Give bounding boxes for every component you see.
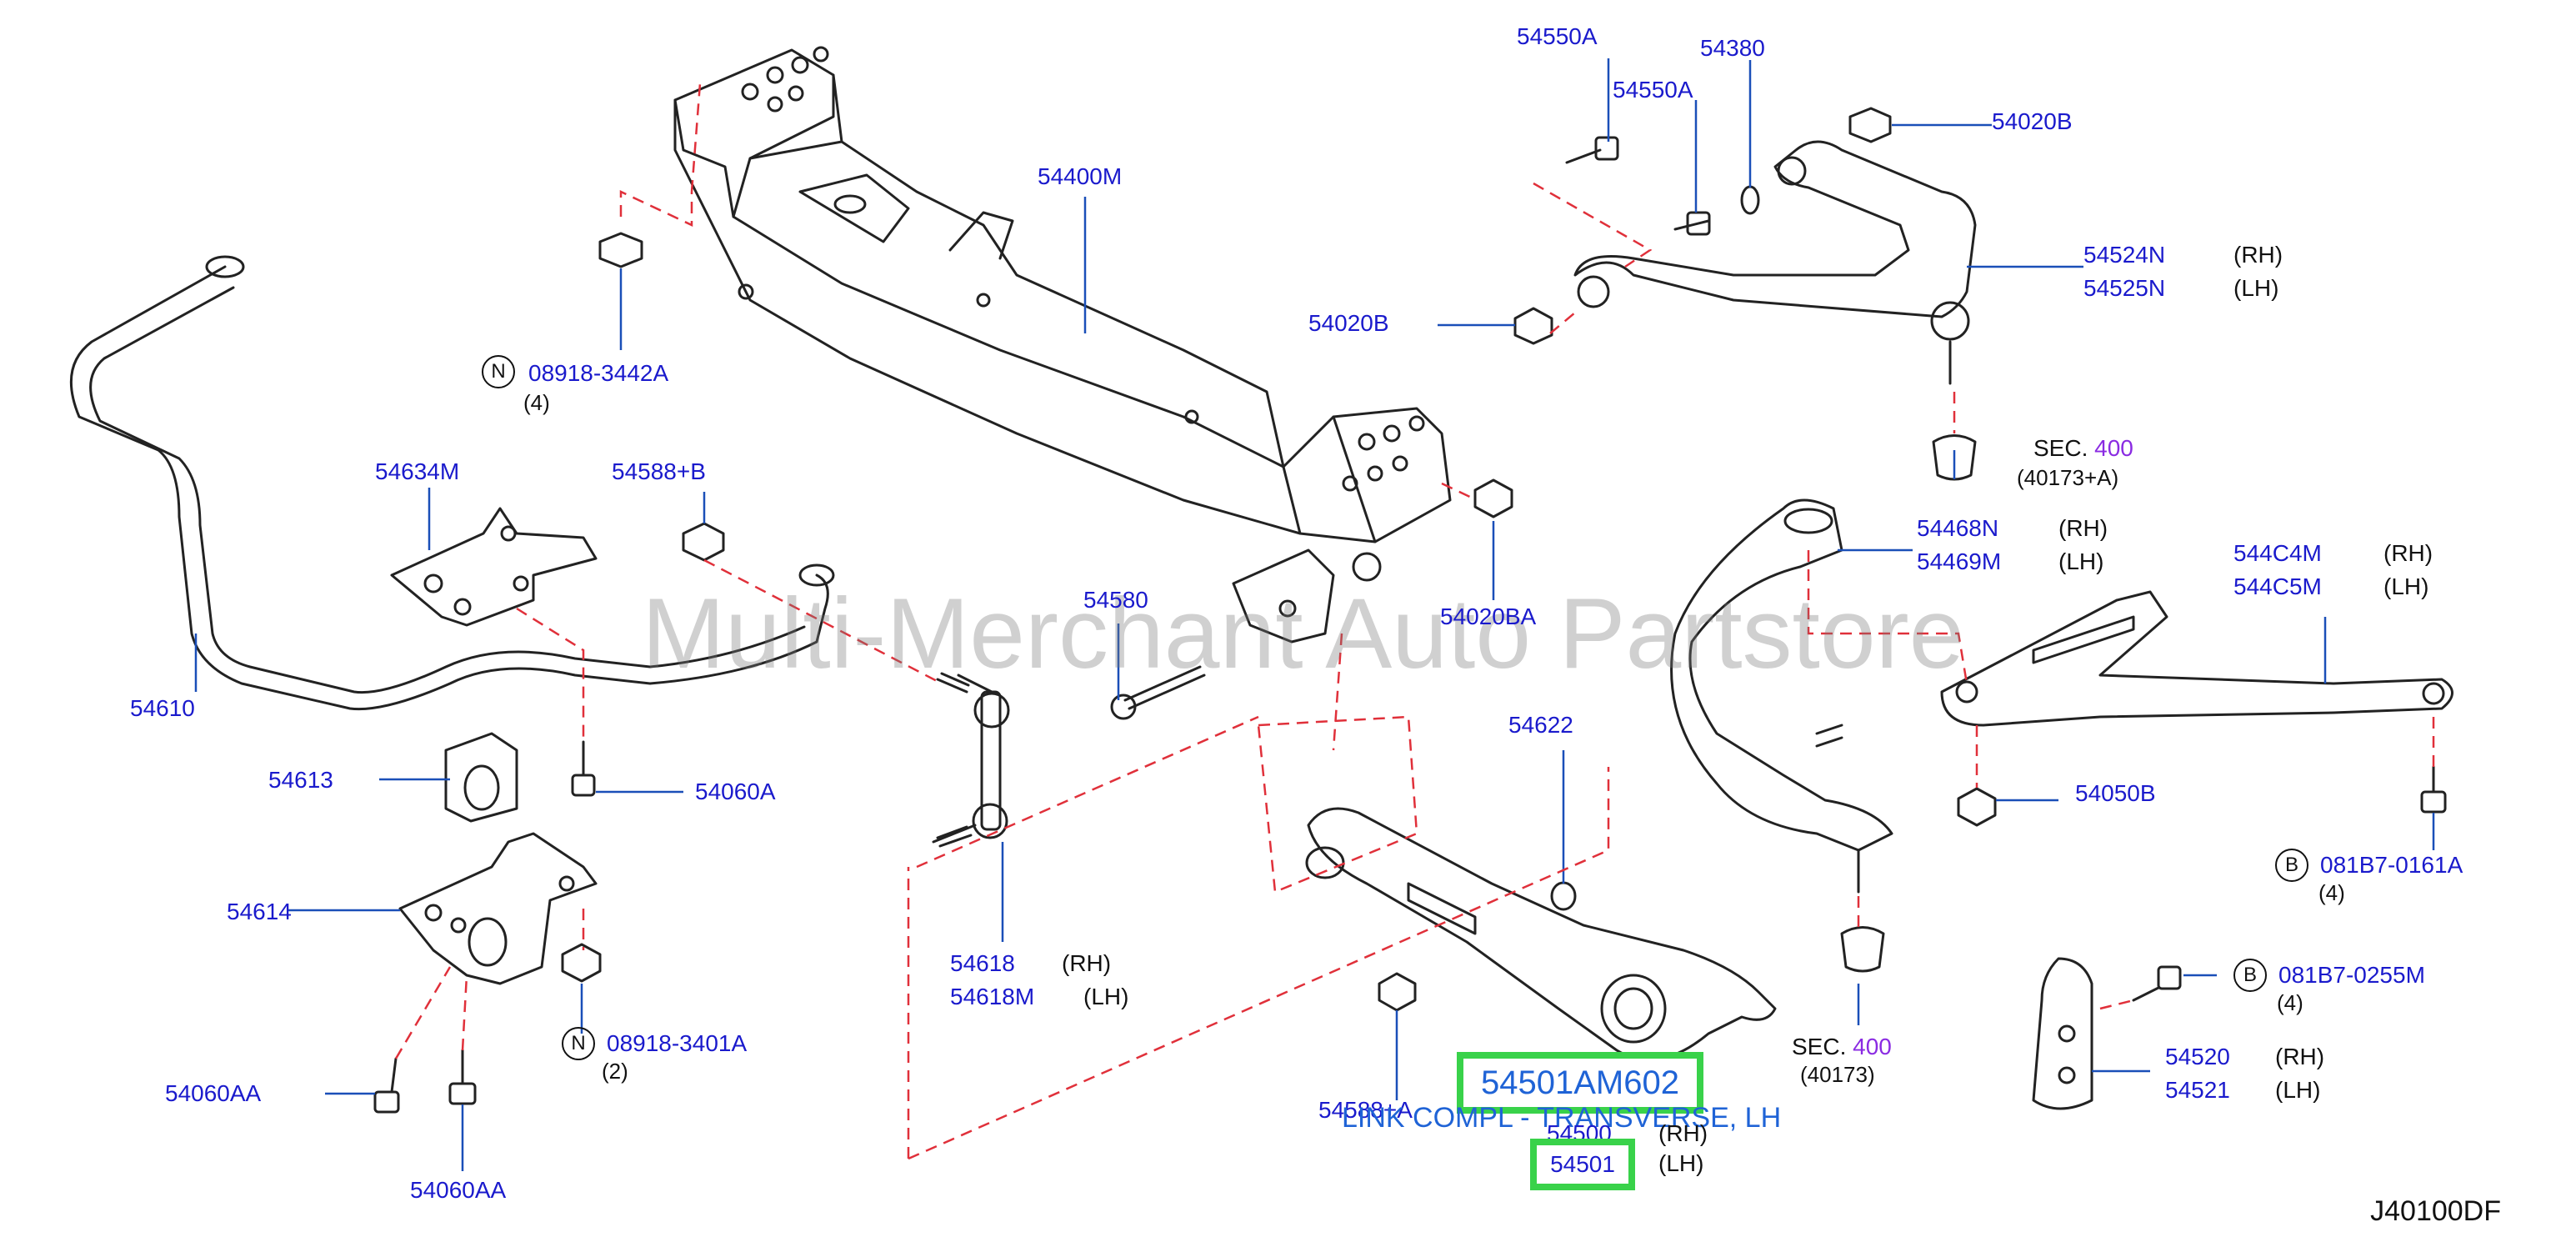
side-lh: (LH) xyxy=(2058,548,2104,574)
sec-ref[interactable]: 400 xyxy=(1853,1034,1892,1059)
part-label-54588b[interactable]: 54588+B xyxy=(612,458,706,484)
bushing-54613 xyxy=(444,732,518,823)
sec-code-lower: (40173) xyxy=(1800,1062,1875,1087)
sec-400-lower[interactable]: SEC. 400 xyxy=(1792,1035,1892,1059)
part-label-54550a-top[interactable]: 54550A xyxy=(1517,23,1598,49)
part-label-54380[interactable]: 54380 xyxy=(1700,35,1765,61)
part-label-54520[interactable]: 54520 xyxy=(2165,1044,2230,1069)
part-label-54525n[interactable]: 54525N xyxy=(2083,275,2166,301)
part-label-54469m[interactable]: 54469M xyxy=(1917,548,2002,574)
part-label-54614[interactable]: 54614 xyxy=(227,899,292,924)
part-label-54521[interactable]: 54521 xyxy=(2165,1077,2230,1103)
side-lh: (LH) xyxy=(1658,1150,1704,1176)
sec-label: SEC. xyxy=(2033,435,2088,461)
part-description: LINK COMPL - TRANSVERSE, LH xyxy=(1342,1102,1782,1134)
part-label-54060aa-bottom[interactable]: 54060AA xyxy=(410,1177,507,1203)
quantity-label: (4) xyxy=(2277,990,2303,1015)
part-label-54400m[interactable]: 54400M xyxy=(1038,163,1123,189)
side-lh: (LH) xyxy=(2275,1077,2321,1103)
side-lh: (LH) xyxy=(2233,275,2279,301)
sec-400-upper[interactable]: SEC. 400 xyxy=(2033,437,2133,460)
circle-b-icon: B xyxy=(2233,959,2267,992)
stabilizer-link xyxy=(932,672,1010,848)
part-label-54020b-left[interactable]: 54020B xyxy=(1308,310,1389,336)
part-label-54618[interactable]: 54618 xyxy=(950,950,1015,976)
bracket-54520 xyxy=(2032,957,2093,1110)
quantity-label: (4) xyxy=(2318,880,2345,905)
circle-n-icon: N xyxy=(562,1027,595,1060)
part-label-081b7-0161a[interactable]: 081B7-0161A xyxy=(2320,852,2463,878)
quantity-label: (4) xyxy=(523,390,550,415)
part-label-54613[interactable]: 54613 xyxy=(268,767,333,793)
bracket-54634m xyxy=(390,507,598,627)
part-label-54468n[interactable]: 54468N xyxy=(1917,515,1999,541)
part-label-54524n[interactable]: 54524N xyxy=(2083,242,2166,268)
highlighted-part-number[interactable]: 54501AM602 xyxy=(1457,1052,1703,1114)
part-label-54060a[interactable]: 54060A xyxy=(695,779,776,804)
part-label-54060aa-left[interactable]: 54060AA xyxy=(165,1080,262,1106)
part-label-54588a[interactable]: 54588+A xyxy=(1318,1097,1413,1123)
part-label-54622[interactable]: 54622 xyxy=(1508,712,1573,738)
side-rh: (RH) xyxy=(2275,1044,2325,1069)
side-rh: (RH) xyxy=(2058,515,2108,541)
part-label-54610[interactable]: 54610 xyxy=(130,695,195,721)
part-label-54580[interactable]: 54580 xyxy=(1083,587,1148,613)
part-label-081b7-0255m[interactable]: 081B7-0255M xyxy=(2278,962,2425,988)
part-label-544c4m[interactable]: 544C4M xyxy=(2233,540,2322,566)
circle-b-icon: B xyxy=(2275,849,2308,882)
highlighted-part-54501[interactable]: 54501 xyxy=(1530,1139,1635,1190)
side-rh: (RH) xyxy=(1062,950,1112,976)
part-label-08918-3401a[interactable]: 08918-3401A xyxy=(607,1030,748,1056)
part-label-544c5m[interactable]: 544C5M xyxy=(2233,573,2322,599)
crossmember xyxy=(673,46,1452,644)
bracket-54614 xyxy=(398,832,598,985)
stabilizer-bar xyxy=(69,255,835,711)
side-rh: (RH) xyxy=(2383,540,2433,566)
part-label-54020ba[interactable]: 54020BA xyxy=(1440,603,1537,629)
part-label-54618m[interactable]: 54618M xyxy=(950,984,1035,1009)
part-label-54020b-top[interactable]: 54020B xyxy=(1992,108,2073,134)
side-rh: (RH) xyxy=(2233,242,2283,268)
side-lh: (LH) xyxy=(1083,984,1129,1009)
circle-n-icon: N xyxy=(482,355,515,388)
transverse-link xyxy=(1305,807,1777,1061)
part-label-54634m[interactable]: 54634M xyxy=(375,458,460,484)
quantity-label: (2) xyxy=(602,1059,628,1084)
part-label-08918-3442a[interactable]: 08918-3442A xyxy=(528,360,669,386)
part-label-54050b[interactable]: 54050B xyxy=(2075,780,2156,806)
diagram-code: J40100DF xyxy=(2370,1195,2501,1227)
tension-rod xyxy=(1940,590,2453,727)
part-label-54550a[interactable]: 54550A xyxy=(1613,77,1693,103)
side-lh: (LH) xyxy=(2383,573,2429,599)
side-rh: (RH) xyxy=(1658,1120,1708,1146)
bolt-54580 xyxy=(1110,665,1206,720)
upper-link xyxy=(1573,140,1977,385)
sec-code-upper: (40173+A) xyxy=(2017,465,2119,490)
hardware xyxy=(373,107,2447,1114)
sec-label: SEC. xyxy=(1792,1034,1847,1059)
sec-ref[interactable]: 400 xyxy=(2094,435,2133,461)
knuckle xyxy=(1670,498,1893,894)
